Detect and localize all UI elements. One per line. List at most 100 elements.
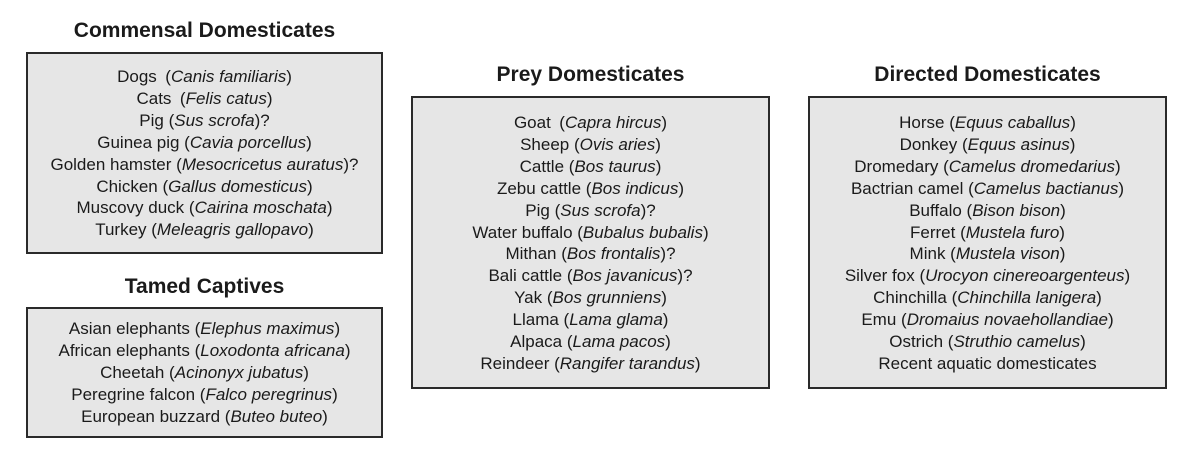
common-name: Dogs ( <box>117 67 171 86</box>
species-row: Buffalo (Bison bison) <box>810 200 1165 222</box>
species-row: Yak (Bos grunniens) <box>413 287 768 309</box>
scientific-name: Felis catus <box>185 88 267 108</box>
species-row: Cattle (Bos taurus) <box>413 156 768 178</box>
scientific-name: Urocyon cinereoargenteus <box>925 266 1125 286</box>
species-row: Bali cattle (Bos javanicus)? <box>413 265 768 287</box>
closing-punctuation: )? <box>254 110 270 130</box>
common-name: Yak ( <box>514 288 553 308</box>
scientific-name: Sus scrofa <box>174 110 255 130</box>
closing-punctuation: ) <box>694 353 701 373</box>
common-name: Bactrian camel ( <box>850 178 974 198</box>
species-row: African elephants (Loxodonta africana) <box>28 340 381 362</box>
closing-punctuation: )? <box>660 244 676 264</box>
common-name: Emu ( <box>861 310 907 330</box>
common-name: Peregrine falcon ( <box>71 384 206 404</box>
species-row: Goat (Capra hircus) <box>413 112 768 134</box>
common-name: Buffalo ( <box>909 200 973 220</box>
common-name: Reindeer ( <box>480 353 560 373</box>
species-row: Zebu cattle (Bos indicus) <box>413 178 768 200</box>
closing-punctuation: ) <box>1059 222 1065 242</box>
closing-punctuation: ) <box>266 88 273 108</box>
species-row: Cheetah (Acinonyx jubatus) <box>28 362 381 384</box>
species-row: Muscovy duck (Cairina moschata) <box>28 197 381 219</box>
closing-punctuation: ) <box>662 310 669 330</box>
scientific-name: Meleagris gallopavo <box>156 220 309 240</box>
closing-punctuation: ) <box>1059 244 1066 264</box>
common-name: Water buffalo ( <box>472 222 583 242</box>
closing-punctuation: )? <box>677 266 693 286</box>
scientific-name: Mesocricetus auratus <box>181 154 344 174</box>
species-row: Ferret (Mustela furo) <box>810 222 1165 244</box>
species-row: Chinchilla (Chinchilla lanigera) <box>810 287 1165 309</box>
species-row: Water buffalo (Bubalus bubalis) <box>413 222 768 244</box>
scientific-name: Buteo buteo <box>230 406 323 426</box>
common-name: Chinchilla ( <box>873 288 958 308</box>
closing-punctuation: ) <box>1118 178 1125 198</box>
species-row: Reindeer (Rangifer tarandus) <box>413 353 768 375</box>
species-row: Donkey (Equus asinus) <box>810 134 1165 156</box>
scientific-name: Cavia porcellus <box>189 132 307 152</box>
common-name: Goat ( <box>513 113 565 132</box>
scientific-name: Ovis aries <box>579 134 656 154</box>
closing-punctuation: ) <box>286 67 292 86</box>
scientific-name: Rangifer tarandus <box>559 353 695 373</box>
scientific-name: Lama pacos <box>572 332 666 352</box>
closing-punctuation: ) <box>665 332 671 352</box>
closing-punctuation: ) <box>332 384 338 404</box>
common-name: Cattle ( <box>519 156 575 176</box>
common-name: Mink ( <box>909 244 956 264</box>
common-name: Alpaca ( <box>510 332 573 352</box>
closing-punctuation: ) <box>1107 310 1114 330</box>
scientific-name: Acinonyx jubatus <box>174 362 304 382</box>
common-name: Mithan ( <box>505 244 567 264</box>
scientific-name: Mustela furo <box>965 222 1060 242</box>
species-row: Ostrich (Struthio camelus) <box>810 331 1165 353</box>
scientific-name: Equus caballus <box>954 113 1071 132</box>
common-name: Zebu cattle ( <box>496 178 592 198</box>
scientific-name: Elephus maximus <box>200 319 335 338</box>
closing-punctuation: ) <box>306 132 312 152</box>
common-name: African elephants ( <box>58 340 201 360</box>
closing-punctuation: ) <box>303 362 309 382</box>
closing-punctuation: ) <box>678 178 685 198</box>
species-row: Alpaca (Lama pacos) <box>413 331 768 353</box>
common-name: Cheetah ( <box>100 362 175 382</box>
species-row: Pig (Sus scrofa)? <box>413 200 768 222</box>
common-name: Pig ( <box>525 200 561 220</box>
common-name: Donkey ( <box>899 134 968 154</box>
species-row: Peregrine falcon (Falco peregrinus) <box>28 384 381 406</box>
closing-punctuation: ) <box>655 156 662 176</box>
directed-domesticates-heading: Directed Domesticates <box>874 63 1101 86</box>
scientific-name: Chinchilla lanigera <box>957 288 1097 308</box>
scientific-name: Canis familiaris <box>170 67 287 86</box>
species-row: Silver fox (Urocyon cinereoargenteus) <box>810 265 1165 287</box>
scientific-name: Camelus bactianus <box>973 178 1119 198</box>
species-row: Sheep (Ovis aries) <box>413 134 768 156</box>
species-row: Dromedary (Camelus dromedarius) <box>810 156 1165 178</box>
scientific-name: Cairina moschata <box>194 198 327 218</box>
closing-punctuation: ) <box>1060 200 1066 220</box>
common-name: Guinea pig ( <box>97 132 190 152</box>
commensal-domesticates-box: Dogs (Canis familiaris)Cats (Felis catus… <box>26 52 383 254</box>
scientific-name: Capra hircus <box>564 113 662 132</box>
species-row: Pig (Sus scrofa)? <box>28 110 381 132</box>
closing-punctuation: ) <box>1096 288 1102 308</box>
closing-punctuation: ) <box>661 113 668 132</box>
common-name: Dromedary ( <box>854 156 949 176</box>
closing-punctuation: ) <box>1115 156 1121 176</box>
scientific-name: Bison bison <box>972 200 1061 220</box>
scientific-name: Gallus domesticus <box>168 176 308 196</box>
closing-punctuation: ) <box>1070 113 1076 132</box>
species-row: European buzzard (Buteo buteo) <box>28 406 381 428</box>
prey-domesticates-box: Goat (Capra hircus)Sheep (Ovis aries)Cat… <box>411 96 770 389</box>
common-name: Llama ( <box>512 310 570 330</box>
species-row: Dogs (Canis familiaris) <box>28 66 381 88</box>
directed-domesticates-box: Horse (Equus caballus)Donkey (Equus asin… <box>808 96 1167 389</box>
scientific-name: Equus asinus <box>967 134 1070 154</box>
species-row: Llama (Lama glama) <box>413 309 768 331</box>
closing-punctuation: ) <box>1080 332 1086 352</box>
scientific-name: Loxodonta africana <box>200 340 345 360</box>
tamed-captives-box: Asian elephants (Elephus maximus)African… <box>26 307 383 438</box>
scientific-name: Falco peregrinus <box>205 384 333 404</box>
common-name: Cats ( <box>136 88 186 108</box>
